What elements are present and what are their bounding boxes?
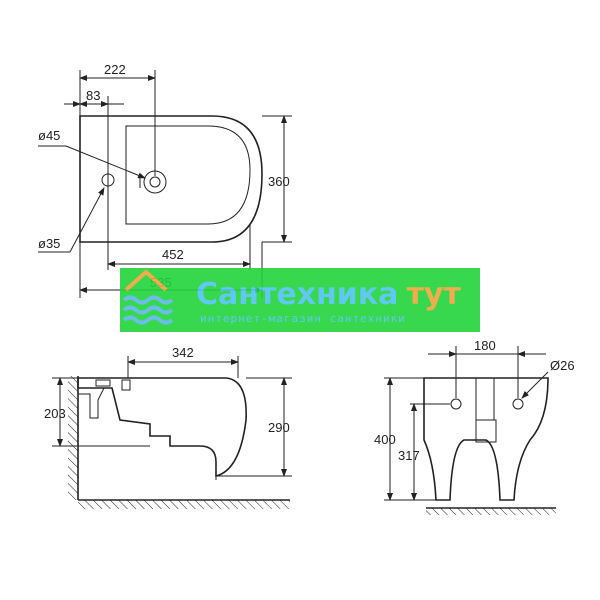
dim-360: 360	[268, 174, 290, 189]
dim-222: 222	[104, 62, 126, 77]
side-view: 342 203 290	[44, 345, 292, 509]
dim-452: 452	[162, 247, 184, 262]
top-view: 222 83 ø45 ø35 360 452 535	[38, 62, 292, 298]
dim-290: 290	[268, 420, 290, 435]
dim-400: 400	[374, 432, 396, 447]
dim-317: 317	[398, 448, 420, 463]
dim-203: 203	[44, 406, 66, 421]
dim-diameter-45: ø45	[38, 128, 60, 143]
dim-342: 342	[172, 345, 194, 360]
dim-180: 180	[474, 338, 496, 353]
dim-83: 83	[86, 88, 100, 103]
front-view: 180 Ø26 400 317	[374, 338, 575, 515]
watermark-subtitle: интернет-магазин сантехники	[200, 312, 406, 325]
dim-diameter-26: Ø26	[550, 358, 575, 373]
dim-diameter-35: ø35	[38, 236, 60, 251]
house-waves-icon	[122, 270, 174, 325]
